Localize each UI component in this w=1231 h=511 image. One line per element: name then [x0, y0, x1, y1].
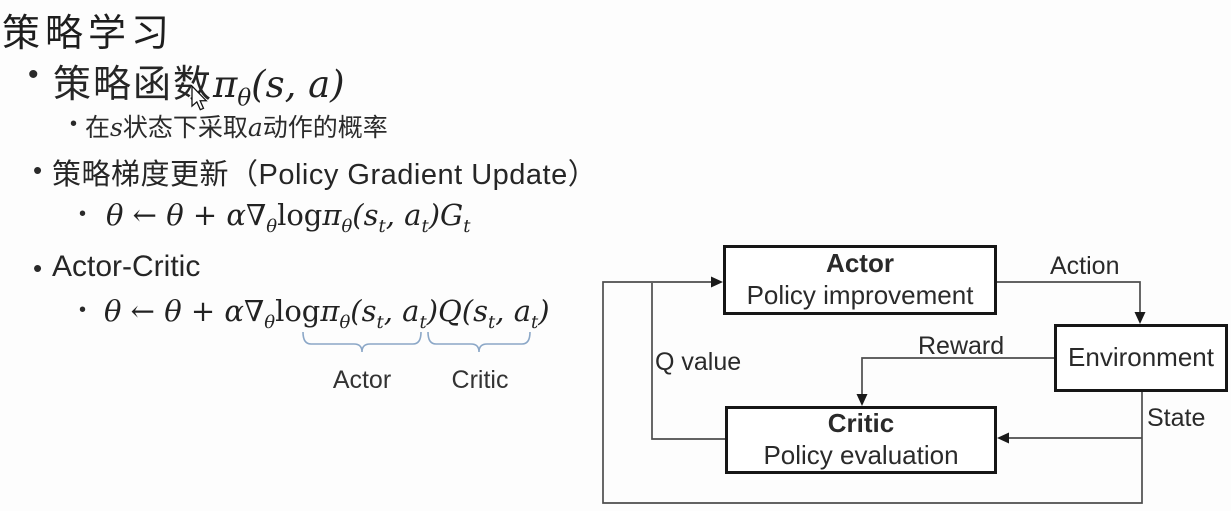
bullet-item-policy-gradient: 策略梯度更新（Policy Gradient Update） [52, 159, 598, 191]
edge-label-state: State [1147, 404, 1206, 432]
bullet-item-actor-critic: Actor-Critic [52, 250, 201, 283]
edge-label-reward: Reward [918, 332, 1005, 360]
bullet-icon: • [33, 253, 43, 283]
bullet-icon: • [70, 113, 78, 135]
actor-node-title: Actor [826, 248, 894, 279]
arrowhead-into-critic-top [856, 394, 868, 406]
actor-node-subtitle: Policy improvement [746, 280, 974, 310]
critic-node-title: Critic [827, 408, 895, 439]
policy-function-label: 策略函数 [53, 64, 214, 106]
edge-action [997, 281, 1141, 322]
brace-label-actor: Actor [332, 366, 392, 394]
actor-node: Actor Policy improvement [723, 245, 997, 315]
environment-node: Environment [1054, 324, 1228, 392]
page-title: 策略学习 [2, 13, 175, 55]
brace-label-critic: Critic [451, 366, 509, 394]
edge-label-q-value: Q value [655, 348, 742, 376]
bullet-icon: • [28, 58, 39, 91]
arrowhead-into-critic-right [997, 432, 1009, 444]
arrowhead-into-actor [711, 276, 723, 288]
policy-function-formula: πθ(s, a) [213, 63, 345, 112]
bullet-icon: • [79, 203, 87, 225]
sub-bullet-probability: 在s状态下采取a动作的概率 [85, 113, 388, 142]
bullet-item-policy-function: 策略函数πθ(s, a) [53, 53, 345, 112]
underbrace-critic [427, 331, 531, 353]
edge-label-action: Action [1050, 252, 1120, 280]
actor-critic-formula: θ ← θ + α∇θlogπθ(st, at)Q(st, at) [104, 294, 550, 333]
policy-gradient-formula: θ ← θ + α∇θlogπθ(st, at)Gt [106, 198, 471, 237]
edge-reward [861, 357, 1054, 404]
arrowhead-into-environment [1134, 312, 1146, 324]
underbrace-actor [302, 331, 422, 353]
critic-node-subtitle: Policy evaluation [763, 440, 959, 470]
bullet-icon: • [79, 299, 87, 321]
bullet-icon: • [33, 155, 43, 185]
critic-node: Critic Policy evaluation [725, 406, 997, 474]
environment-node-title: Environment [1068, 342, 1214, 373]
